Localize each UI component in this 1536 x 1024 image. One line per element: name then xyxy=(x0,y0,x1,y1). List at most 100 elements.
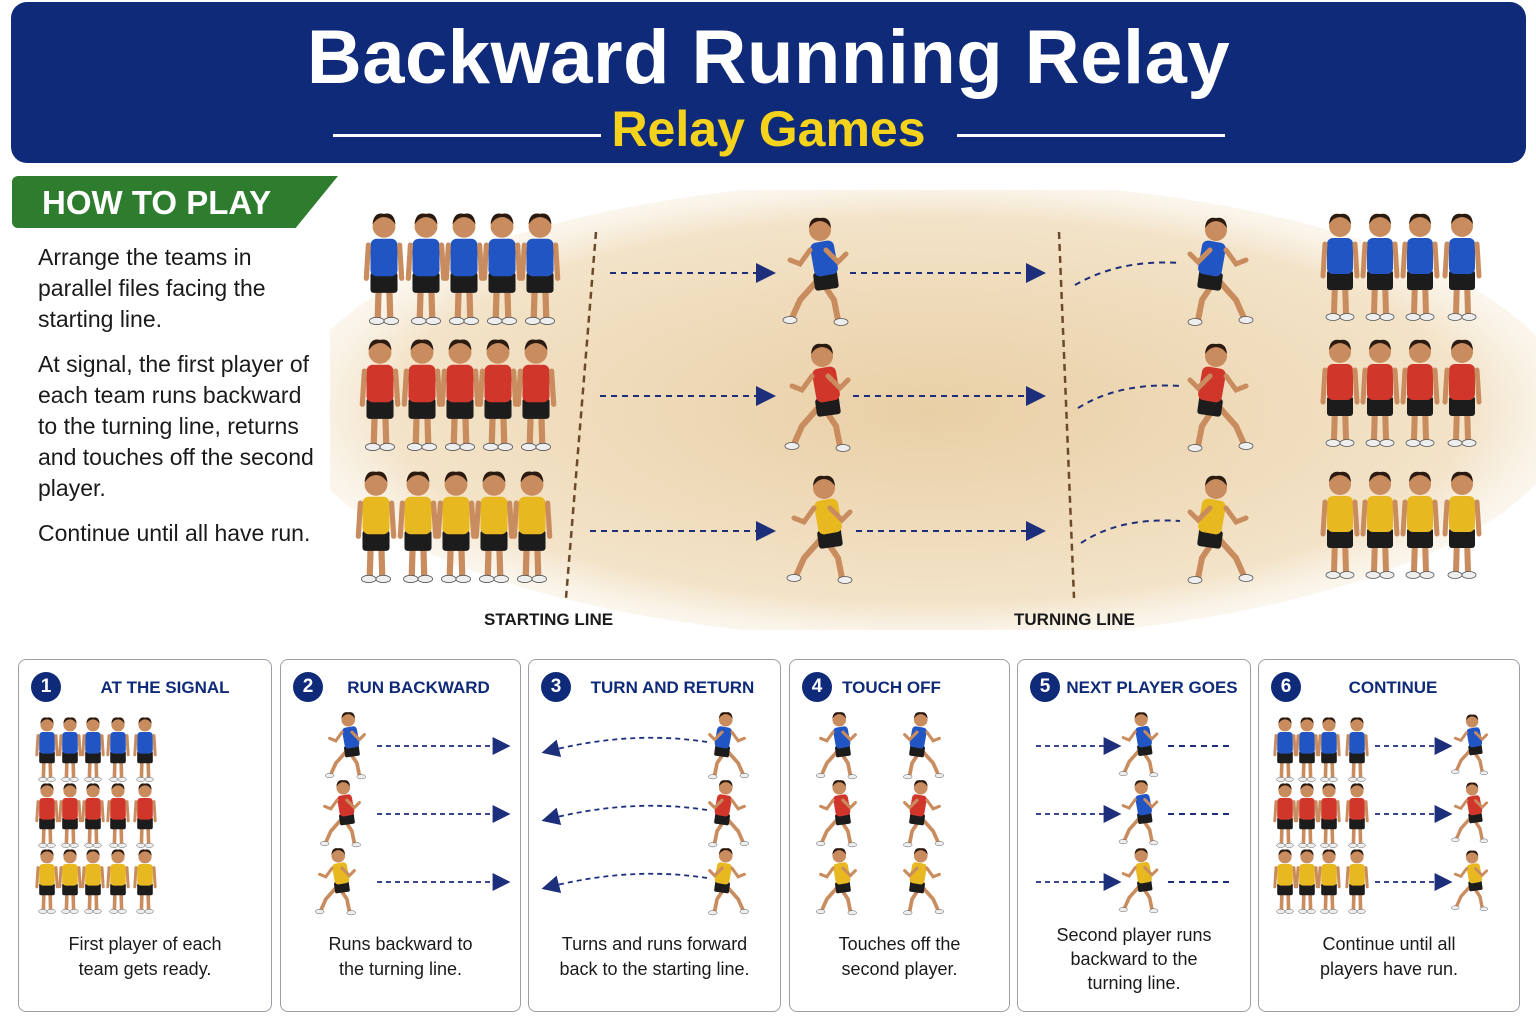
team-player xyxy=(443,213,485,326)
step-title: TOUCH OFF xyxy=(842,678,941,697)
returning-runner xyxy=(708,848,749,916)
step-illustration xyxy=(1273,714,1489,914)
team-player xyxy=(1295,783,1319,848)
title-rule-right xyxy=(957,134,1225,137)
team-player-far xyxy=(1442,339,1482,447)
team-player xyxy=(515,339,557,452)
team-player xyxy=(35,717,59,782)
team-player xyxy=(511,471,553,584)
step-caption: First player of each team gets ready. xyxy=(68,934,222,979)
touching-player xyxy=(816,848,857,916)
team-player xyxy=(405,213,447,326)
field-illustration xyxy=(290,180,1536,640)
touching-player xyxy=(816,712,857,780)
team-player xyxy=(106,717,130,782)
team-player xyxy=(1345,849,1369,914)
team-player xyxy=(439,339,481,452)
how-to-play-heading: HOW TO PLAY xyxy=(42,184,272,221)
team-player xyxy=(1273,783,1297,848)
return-curve xyxy=(1077,384,1181,409)
team-player xyxy=(58,783,82,848)
page-subtitle: Relay Games xyxy=(611,101,926,157)
step-panel-1: 1 AT THE SIGNAL First player of each tea… xyxy=(18,659,272,1012)
runner-returning-player xyxy=(1187,343,1254,452)
team-player xyxy=(133,783,157,848)
second-runner xyxy=(1118,712,1159,778)
team-player xyxy=(473,471,515,584)
runner xyxy=(325,712,366,780)
returning-runner xyxy=(708,780,749,848)
step-title: RUN BACKWARD xyxy=(347,678,490,697)
team-player xyxy=(477,339,519,452)
step-illustration xyxy=(1036,712,1233,914)
team-player-far xyxy=(1360,471,1400,579)
team-player xyxy=(1273,717,1297,782)
step-panel-2: 2 RUN BACKWARD Runs backward to the turn… xyxy=(280,659,521,1012)
team-player-far xyxy=(1320,471,1360,579)
team-player xyxy=(1317,783,1341,848)
page-title: Backward Running Relay xyxy=(306,15,1231,100)
return-curve xyxy=(1074,261,1181,286)
step-caption: Second player runs backward to the turni… xyxy=(1056,925,1212,993)
runner-returning-player xyxy=(1187,217,1254,326)
sand-ground xyxy=(290,180,1536,640)
team-player-far xyxy=(1360,339,1400,447)
step-title: NEXT PLAYER GOES xyxy=(1066,678,1238,697)
title-rule-left xyxy=(333,134,601,137)
step-panel-5: 5 NEXT PLAYER GOES Second player runs ba… xyxy=(1017,659,1251,1012)
runner-first-player xyxy=(782,217,849,326)
step-caption: Touches off the second player. xyxy=(838,934,961,979)
step-number: 4 xyxy=(802,672,832,702)
runner xyxy=(320,780,361,848)
step-panel-4: 4 TOUCH OFF Touches off the second playe… xyxy=(789,659,1010,1012)
team-player-far xyxy=(1442,213,1482,321)
arrow-back-to-start xyxy=(541,804,708,826)
step-caption: Continue until all players have run. xyxy=(1319,934,1459,979)
team-player xyxy=(397,471,439,584)
instruction-paragraph-2: At signal, the first player of each team… xyxy=(38,351,314,501)
team-player xyxy=(1295,849,1319,914)
returning-runner xyxy=(708,712,749,780)
runner xyxy=(1451,782,1489,844)
next-player xyxy=(903,848,944,916)
team-player xyxy=(106,783,130,848)
team-player xyxy=(35,849,59,914)
team-player-far xyxy=(1360,213,1400,321)
step-panel-3: 3 TURN AND RETURN Turns and runs forward… xyxy=(528,659,781,1012)
team-player xyxy=(359,339,401,452)
team-player xyxy=(435,471,477,584)
step-title: CONTINUE xyxy=(1348,678,1438,697)
step-illustration xyxy=(35,717,157,914)
runner xyxy=(315,848,356,916)
team-player-far xyxy=(1320,339,1360,447)
team-player xyxy=(481,213,523,326)
step-caption: Runs backward to the turning line. xyxy=(328,934,473,979)
runner-returning-player xyxy=(1187,475,1254,584)
team-player xyxy=(1345,717,1369,782)
step-illustration xyxy=(816,712,944,916)
team-player xyxy=(1295,717,1319,782)
team-player xyxy=(35,783,59,848)
team-player xyxy=(1345,783,1369,848)
team-player-far xyxy=(1400,213,1440,321)
step-number: 6 xyxy=(1271,672,1301,702)
team-player xyxy=(81,849,105,914)
step-number: 1 xyxy=(31,672,61,702)
second-runner xyxy=(1118,780,1159,846)
team-player xyxy=(519,213,561,326)
instruction-paragraph-3: Continue until all have run. xyxy=(38,520,311,546)
step-caption: Turns and runs forward back to the start… xyxy=(559,934,750,979)
team-player-far xyxy=(1400,339,1440,447)
team-player-far xyxy=(1400,471,1440,579)
step-title: AT THE SIGNAL xyxy=(100,678,230,697)
second-runner xyxy=(1118,848,1159,914)
turning-line-label: TURNING LINE xyxy=(1014,610,1135,629)
team-player-far xyxy=(1442,471,1482,579)
instruction-paragraph-1: Arrange the teams in parallel files faci… xyxy=(38,244,266,332)
step-illustration xyxy=(541,712,749,916)
relay-field: STARTING LINE TURNING LINE xyxy=(290,180,1536,640)
team-player-far xyxy=(1320,213,1360,321)
team-player xyxy=(58,717,82,782)
next-player xyxy=(903,780,944,848)
team-player xyxy=(133,717,157,782)
